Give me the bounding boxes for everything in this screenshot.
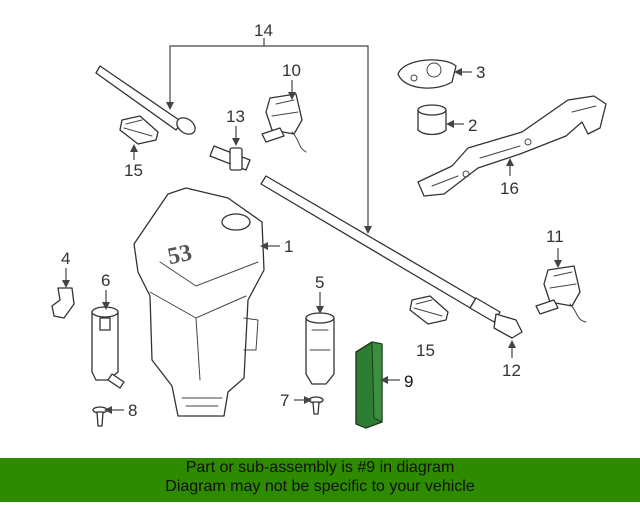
part-5-pump[interactable]	[305, 312, 335, 385]
callout-15-upper: 15	[124, 161, 143, 180]
part-11-nozzle[interactable]	[535, 265, 587, 323]
info-banner: Part or sub-assembly is #9 in diagram Di…	[0, 458, 640, 502]
callout-2: 2	[468, 116, 477, 135]
callout-7: 7	[280, 391, 289, 410]
callout-15-lower: 15	[416, 341, 435, 360]
part-3-cap[interactable]	[397, 59, 457, 89]
callout-10: 10	[282, 61, 301, 80]
part-2-grommet[interactable]	[417, 104, 447, 136]
callout-6: 6	[101, 271, 110, 290]
callout-1: 1	[284, 237, 293, 256]
part-4-elbow[interactable]	[51, 287, 75, 319]
callout-16: 16	[500, 179, 519, 198]
callout-14: 14	[254, 21, 273, 40]
callout-9: 9	[404, 372, 413, 391]
callout-3: 3	[476, 63, 485, 82]
callout-5: 5	[315, 273, 324, 292]
part-16-bracket[interactable]	[417, 95, 607, 197]
banner-line-1: Part or sub-assembly is #9 in diagram	[185, 459, 455, 476]
part-8-screw[interactable]	[92, 406, 108, 427]
part-6-pump[interactable]	[91, 306, 125, 389]
callout-8: 8	[128, 401, 137, 420]
part-15-clip-upper[interactable]	[119, 115, 159, 145]
part-14-hoses[interactable]	[95, 38, 501, 323]
part-10-nozzle[interactable]	[261, 93, 307, 153]
callout-13: 13	[226, 107, 245, 126]
part-13-connector[interactable]	[209, 145, 251, 171]
part-15-clip-lower[interactable]	[409, 295, 449, 325]
callout-11: 11	[546, 227, 564, 246]
tank-embossing: 53	[165, 240, 194, 270]
part-1-reservoir[interactable]: 53	[133, 187, 265, 417]
callout-12: 12	[502, 361, 521, 380]
part-12-connector[interactable]	[493, 313, 523, 339]
part-7-screw[interactable]	[308, 396, 324, 415]
callout-4: 4	[61, 249, 70, 268]
part-9-highlighted[interactable]	[355, 341, 383, 429]
banner-line-2: Diagram may not be specific to your vehi…	[165, 478, 475, 495]
